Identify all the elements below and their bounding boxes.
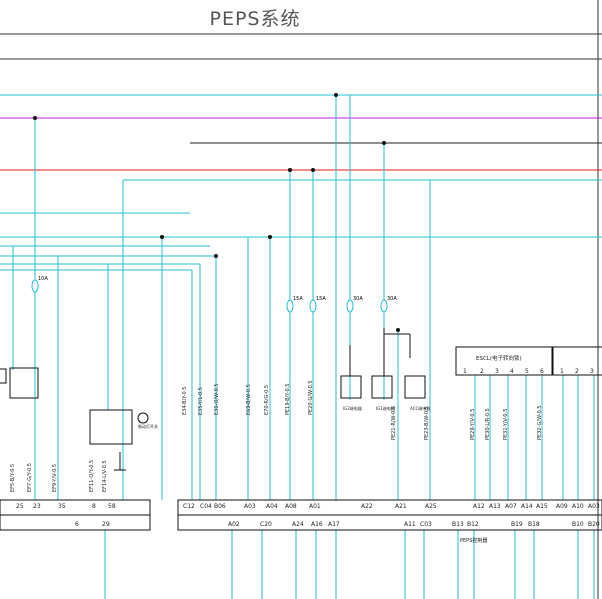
pin-label: A03 — [588, 503, 600, 510]
wire-label: EF11-O/Y-0.5 — [89, 460, 95, 492]
wire-label: PE30-L/R-0.5 — [485, 408, 491, 440]
pin-label: A13 — [489, 503, 501, 510]
relay-group — [340, 328, 426, 399]
unit-label: 制动灯开关 — [138, 423, 158, 429]
wire-labels: EF5-B/Y-0.5 EF7-G/Y-0.5 EF9-Y/V-0.5 EF11-O/… — [10, 380, 543, 492]
wire-label: E36-O/W-0.5 — [214, 383, 220, 415]
fuse-rating: 15A — [316, 296, 326, 302]
fuse-rating: 30A — [353, 296, 363, 302]
wire-label: PE20-G/W-0.5 — [308, 380, 314, 415]
box-pin: 3 — [590, 368, 594, 375]
pin-label: B13 — [452, 521, 464, 528]
pin-label: A09 — [556, 503, 568, 510]
pin-label: B12 — [467, 521, 479, 528]
escl-pin: 1 — [463, 368, 467, 375]
escl-title: ESCL(电子转向锁) — [476, 354, 522, 362]
pin-label: 6 — [75, 521, 79, 528]
fuse-rating: 10A — [38, 276, 48, 282]
escl-pin: 5 — [525, 368, 529, 375]
relay-label: ACC继电器 — [410, 405, 430, 411]
pin-label: 35 — [58, 503, 66, 510]
pin-label: A15 — [536, 503, 548, 510]
pin-label: A07 — [505, 503, 517, 510]
pin-label: A17 — [328, 521, 340, 528]
brake-switch-box — [89, 409, 149, 471]
fuse — [380, 299, 388, 313]
wire-label: PE29-Y/V-0.5 — [470, 409, 476, 440]
pin-label: A10 — [572, 503, 584, 510]
escl-pin: 6 — [540, 368, 544, 375]
pin-label: A08 — [285, 503, 297, 510]
pin-label: B18 — [528, 521, 540, 528]
box-pin: 2 — [575, 368, 579, 375]
wire-label: E35-Y/L-0.5 — [198, 387, 204, 415]
escl-box — [455, 346, 602, 376]
escl-pin: 4 — [510, 368, 514, 375]
pin-label: C12 — [183, 503, 195, 510]
pin-label: A22 — [361, 503, 373, 510]
wire-label: EF14-L/V-0.5 — [102, 460, 108, 492]
pin-label: 25 — [16, 503, 24, 510]
wire-label: PE19-B/Y-0.5 — [285, 384, 291, 416]
pin-label: 29 — [102, 521, 110, 528]
peps-controller-box — [0, 499, 602, 531]
wire-label: EF9-Y/V-0.5 — [52, 464, 58, 492]
relay-label: IG2继电器 — [343, 405, 362, 411]
power-rails — [0, 94, 602, 271]
pin-label: A16 — [311, 521, 323, 528]
fuse — [286, 299, 294, 313]
pin-label: B10 — [572, 521, 584, 528]
pin-label: A03 — [244, 503, 256, 510]
pin-label: A04 — [266, 503, 278, 510]
wire-label: EF5-B/Y-0.5 — [10, 464, 16, 492]
pin-label: 8 — [92, 503, 96, 510]
wire-label: PE32-G/W-0.5 — [537, 405, 543, 440]
fuse — [309, 299, 317, 313]
pin-label: A14 — [521, 503, 533, 510]
pin-label: B06 — [214, 503, 226, 510]
pin-label: 23 — [33, 503, 41, 510]
pin-label: A25 — [425, 503, 437, 510]
wire-label: PE23-B/W-0.5 — [424, 406, 430, 440]
wire-label: E69-B/W-0.5 — [246, 384, 252, 415]
pin-label: B20 — [588, 521, 600, 528]
wire-label: E70-R/G-0.5 — [264, 385, 270, 415]
escl-pin: 3 — [495, 368, 499, 375]
fuse — [346, 299, 354, 313]
box-pin: 1 — [560, 368, 564, 375]
wire-label: PE31-Y/V-0.5 — [503, 409, 509, 440]
pin-label: C20 — [260, 521, 272, 528]
fuse-group: 10A 15A 15A 30A 30A — [31, 276, 397, 313]
fuse — [31, 279, 39, 293]
pin-label: A11 — [404, 521, 416, 528]
wire-label: PE21-R/W-0.5 — [391, 406, 397, 440]
fuse-rating: 30A — [387, 296, 397, 302]
page-title: PEPS系统 — [209, 8, 301, 30]
pin-label: A24 — [292, 521, 304, 528]
peps-label: PEPS控制器 — [460, 537, 487, 544]
pin-label: C03 — [420, 521, 432, 528]
relay-label: IG1继电器 — [376, 405, 395, 411]
wire-label: EF7-G/Y-0.5 — [27, 463, 33, 492]
pin-label: 58 — [108, 503, 116, 510]
left-switch-box — [0, 367, 39, 399]
pin-label: A21 — [395, 503, 407, 510]
pin-label: A12 — [473, 503, 485, 510]
fuse-rating: 15A — [293, 296, 303, 302]
escl-pin: 2 — [480, 368, 484, 375]
pin-label: A02 — [228, 521, 240, 528]
pin-label: B19 — [511, 521, 523, 528]
junction-dots — [33, 93, 400, 332]
pin-label: A01 — [309, 503, 321, 510]
wire-label: E34-B/Y-0.5 — [182, 387, 188, 415]
pin-label: C04 — [200, 503, 212, 510]
